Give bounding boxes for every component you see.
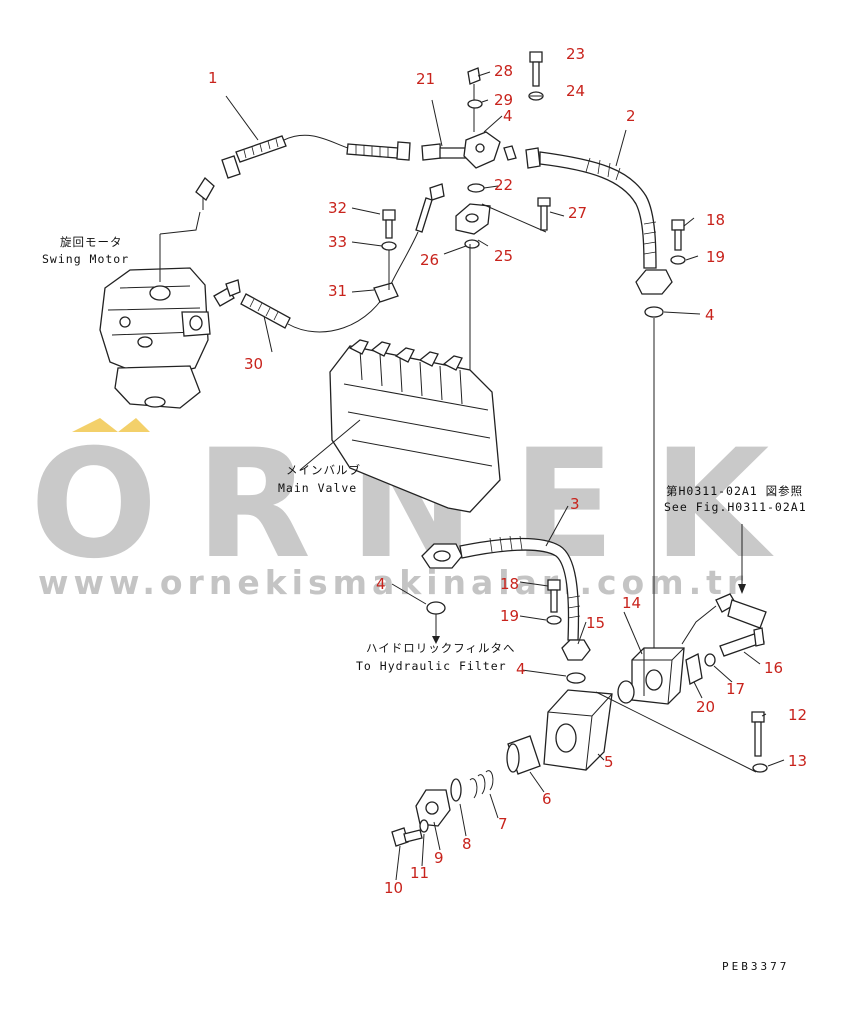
hydraulic-filter-label-en: To Hydraulic Filter <box>356 659 507 673</box>
swing-motor-label-en: Swing Motor <box>42 252 129 266</box>
arrow-down <box>738 584 746 594</box>
arrow-down <box>432 636 440 644</box>
callout-33: 33 <box>328 233 347 251</box>
callout-31: 31 <box>328 282 347 300</box>
callout-32: 32 <box>328 199 347 217</box>
callout-13: 13 <box>788 752 807 770</box>
callout-8: 8 <box>462 835 472 853</box>
callout-19-upper: 19 <box>706 248 725 266</box>
callout-10: 10 <box>384 879 403 897</box>
bolt-18-upper <box>644 219 686 318</box>
callout-26: 26 <box>420 251 439 269</box>
hose-1 <box>195 134 411 210</box>
see-figure-label-jp: 第H0311-02A1 図参照 <box>666 484 803 498</box>
callout-4-right: 4 <box>705 306 715 324</box>
drawing-code: PEB3377 <box>722 960 789 973</box>
see-figure-label-en: See Fig.H0311-02A1 <box>664 500 807 514</box>
callout-18-lower: 18 <box>500 575 519 593</box>
watermark-accent-left <box>72 418 118 432</box>
callout-9: 9 <box>434 849 444 867</box>
hydraulic-filter-label-jp: ハイドロリックフィルタへ <box>366 641 516 655</box>
callout-22: 22 <box>494 176 513 194</box>
main-valve-label-en: Main Valve <box>278 481 357 495</box>
main-valve <box>329 244 501 513</box>
callout-4-filter: 4 <box>516 660 526 678</box>
callout-18-upper: 18 <box>706 211 725 229</box>
component-labels: 旋回モータ Swing Motor メインバルブ Main Valve ハイドロ… <box>42 235 807 973</box>
callout-23: 23 <box>566 45 585 63</box>
leader-lines <box>159 71 785 881</box>
callout-30: 30 <box>244 355 263 373</box>
callout-4-top: 4 <box>503 107 513 125</box>
callout-11: 11 <box>410 864 429 882</box>
callout-17: 17 <box>726 680 745 698</box>
callout-4-left: 4 <box>376 575 386 593</box>
bolt-18-lower <box>546 579 562 625</box>
pipe-2 <box>503 145 673 295</box>
callout-28: 28 <box>494 62 513 80</box>
filter-block-5 <box>391 672 757 847</box>
bolt-23 <box>528 51 544 101</box>
callout-24: 24 <box>566 82 585 100</box>
swing-motor <box>99 267 211 409</box>
callout-3: 3 <box>570 495 580 513</box>
block-14 <box>617 318 767 705</box>
callout-25: 25 <box>494 247 513 265</box>
callout-5: 5 <box>604 753 614 771</box>
block-21 <box>421 67 501 193</box>
callout-16: 16 <box>764 659 783 677</box>
watermark-accent-right <box>118 418 150 432</box>
watermark-url: www.ornekismakinalari.com.tr <box>38 563 748 602</box>
callout-1: 1 <box>208 69 218 87</box>
swing-motor-label-jp: 旋回モータ <box>60 235 123 249</box>
hose-30 <box>213 279 393 333</box>
hose-26 <box>351 183 445 303</box>
bolt-12 <box>751 711 768 773</box>
pipe-3 <box>421 535 591 661</box>
callout-21: 21 <box>416 70 435 88</box>
callout-7: 7 <box>498 815 508 833</box>
main-valve-label-jp: メインバルブ <box>286 463 361 477</box>
callout-6: 6 <box>542 790 552 808</box>
callout-20: 20 <box>696 698 715 716</box>
flange-25 <box>381 197 551 290</box>
callout-29: 29 <box>494 91 513 109</box>
callout-numbers: 1 2 3 4 4 4 4 5 6 7 8 9 10 11 12 13 14 1… <box>208 45 807 897</box>
callout-15: 15 <box>586 614 605 632</box>
callout-14: 14 <box>622 594 641 612</box>
callout-27: 27 <box>568 204 587 222</box>
callout-2: 2 <box>626 107 636 125</box>
callout-12: 12 <box>788 706 807 724</box>
callout-19-lower: 19 <box>500 607 519 625</box>
